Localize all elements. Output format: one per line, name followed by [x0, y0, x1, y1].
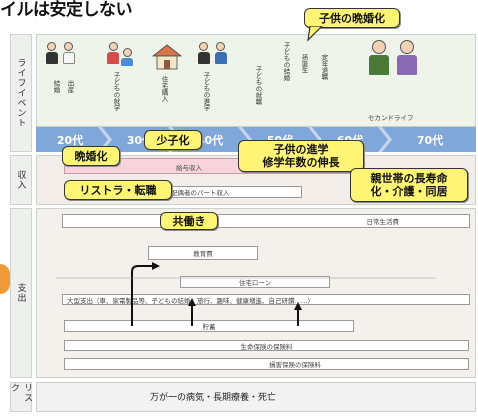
event-child-university: 子どもの進学 [202, 72, 210, 111]
callout-parents-longevity: 親世帯の長寿命 化・介護・同居 [350, 168, 468, 202]
event-child-wedding: 子どもの結婚 [282, 42, 290, 81]
mortgage-bar: 住宅ローン [180, 276, 330, 288]
event-house-purchase: 住宅購入 [160, 76, 168, 102]
event-retirement: 定年退職 [320, 54, 328, 80]
callout-parents-line1: 親世帯の長寿命 [370, 172, 448, 185]
callout-education-longer: 子供の進学 修学年数の伸長 [238, 140, 364, 172]
row-label-risk: リスク [9, 382, 32, 412]
callout-late-marriage: 晩婚化 [62, 146, 120, 166]
event-grandchild-birth: 孫誕生 [300, 54, 308, 74]
event-child-school: 子どもの就学 [112, 72, 120, 111]
education-bar: 教育費 [148, 246, 258, 260]
event-child-job: 子どもの就職 [254, 66, 262, 105]
callout-fewer-children: 少子化 [144, 130, 202, 150]
risk-text: 万が一の病気・長期療養・死亡 [150, 393, 277, 403]
callout-dual-income: 共働き [160, 212, 218, 230]
callout-education-line1: 子供の進学 [273, 143, 329, 156]
orange-marker [0, 264, 10, 294]
savings-bar: 貯蓄 [64, 320, 354, 332]
page-title: イルは安定しない [0, 0, 133, 20]
age-70s: 70代 [416, 133, 444, 147]
callout-education-line2: 修学年数の伸長 [262, 156, 340, 169]
callout-restructuring: リストラ・転職 [64, 180, 172, 200]
spouse-income-bar: 配偶者のパート収入 [166, 186, 302, 198]
callout-late-child-marriage: 子供の晩婚化 [304, 8, 400, 28]
life-insurance-bar: 生命保険の保険料 [64, 340, 469, 351]
callout-tail [307, 26, 323, 42]
row-label-income: 収入 [10, 155, 32, 205]
elderly-couple-icon [368, 40, 420, 75]
nonlife-insurance-label: 損害保険の保険料 [269, 361, 321, 369]
event-birth: 出産 [66, 80, 74, 93]
salary-income-label: 給与収入 [176, 164, 202, 172]
age-20s: 20代 [56, 133, 84, 147]
family-school-icon [106, 42, 136, 66]
age-40s: 40代 [196, 133, 224, 147]
risk-panel [36, 382, 476, 412]
callout-parents-line2: 化・介護・同居 [370, 185, 448, 198]
spending-arrows [56, 262, 436, 326]
nonlife-insurance-bar: 損害保険の保険料 [64, 358, 469, 370]
family-university-icon [196, 42, 228, 64]
couple-wedding-icon [44, 42, 78, 64]
event-marriage: 結婚 [52, 80, 60, 93]
daily-living-label: 日常生活費 [366, 218, 400, 226]
row-label-spending: 支出 [10, 208, 32, 378]
row-label-life-events: ライフイベント [10, 34, 32, 152]
second-life-label: セカンドライフ [368, 114, 414, 122]
house-icon [151, 44, 183, 70]
big-expenses-bar: 大型支出（車、家電製品等、子どもの結婚、旅行、趣味、健康増進、自己研鑽……） [62, 294, 470, 305]
